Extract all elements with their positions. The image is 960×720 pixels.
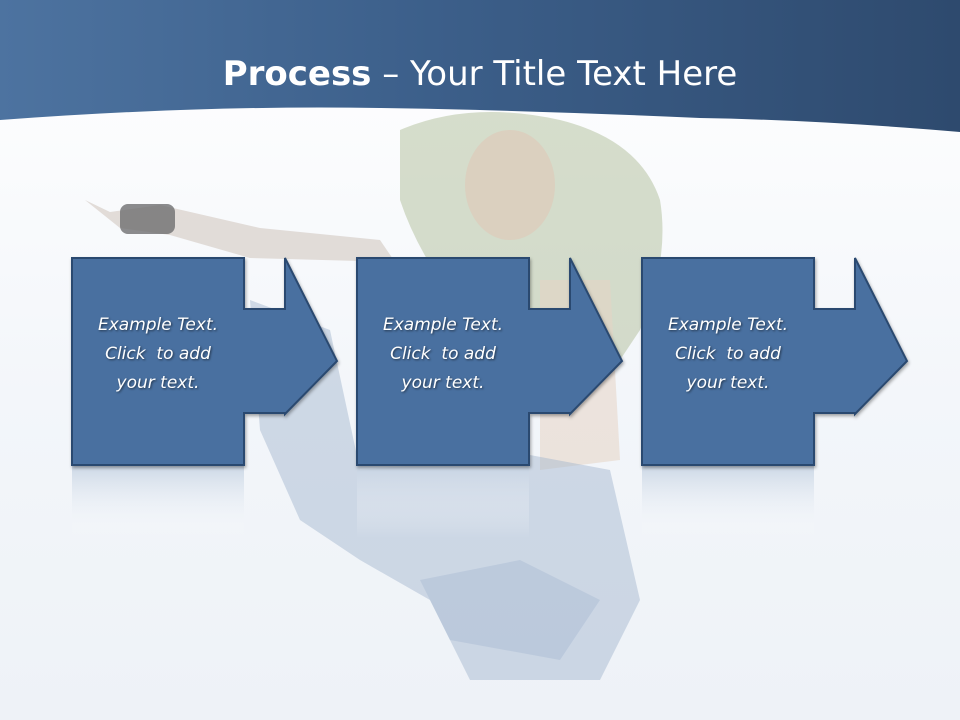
step-3-line-2: Click to add [675,344,781,364]
header-band [0,0,960,132]
step-3-reflection [642,466,814,538]
step-3-text[interactable]: Example Text. Click to add your text. [642,311,814,398]
step-3-arrow-box [641,257,909,466]
step-1-text[interactable]: Example Text. Click to add your text. [72,311,244,398]
title-strong: Process [222,54,372,94]
step-2[interactable] [356,257,624,538]
step-2-line-2: Click to add [390,344,496,364]
step-2-line-1: Example Text. [382,315,504,335]
step-1-line-1: Example Text. [97,315,219,335]
step-3[interactable] [641,257,909,538]
step-2-text[interactable]: Example Text. Click to add your text. [357,311,529,398]
step-3-line-3: your text. [686,373,770,393]
step-2-line-3: your text. [401,373,485,393]
step-2-arrow-box [356,257,624,466]
step-1-arrow-box [71,257,339,466]
title-rest: – Your Title Text Here [371,54,738,94]
step-1-reflection [72,466,244,538]
step-1[interactable] [71,257,339,538]
step-3-line-1: Example Text. [667,315,789,335]
step-1-line-3: your text. [116,373,200,393]
step-2-reflection [357,466,529,538]
slide-title[interactable]: Process – Your Title Text Here [0,52,960,96]
step-1-line-2: Click to add [105,344,211,364]
